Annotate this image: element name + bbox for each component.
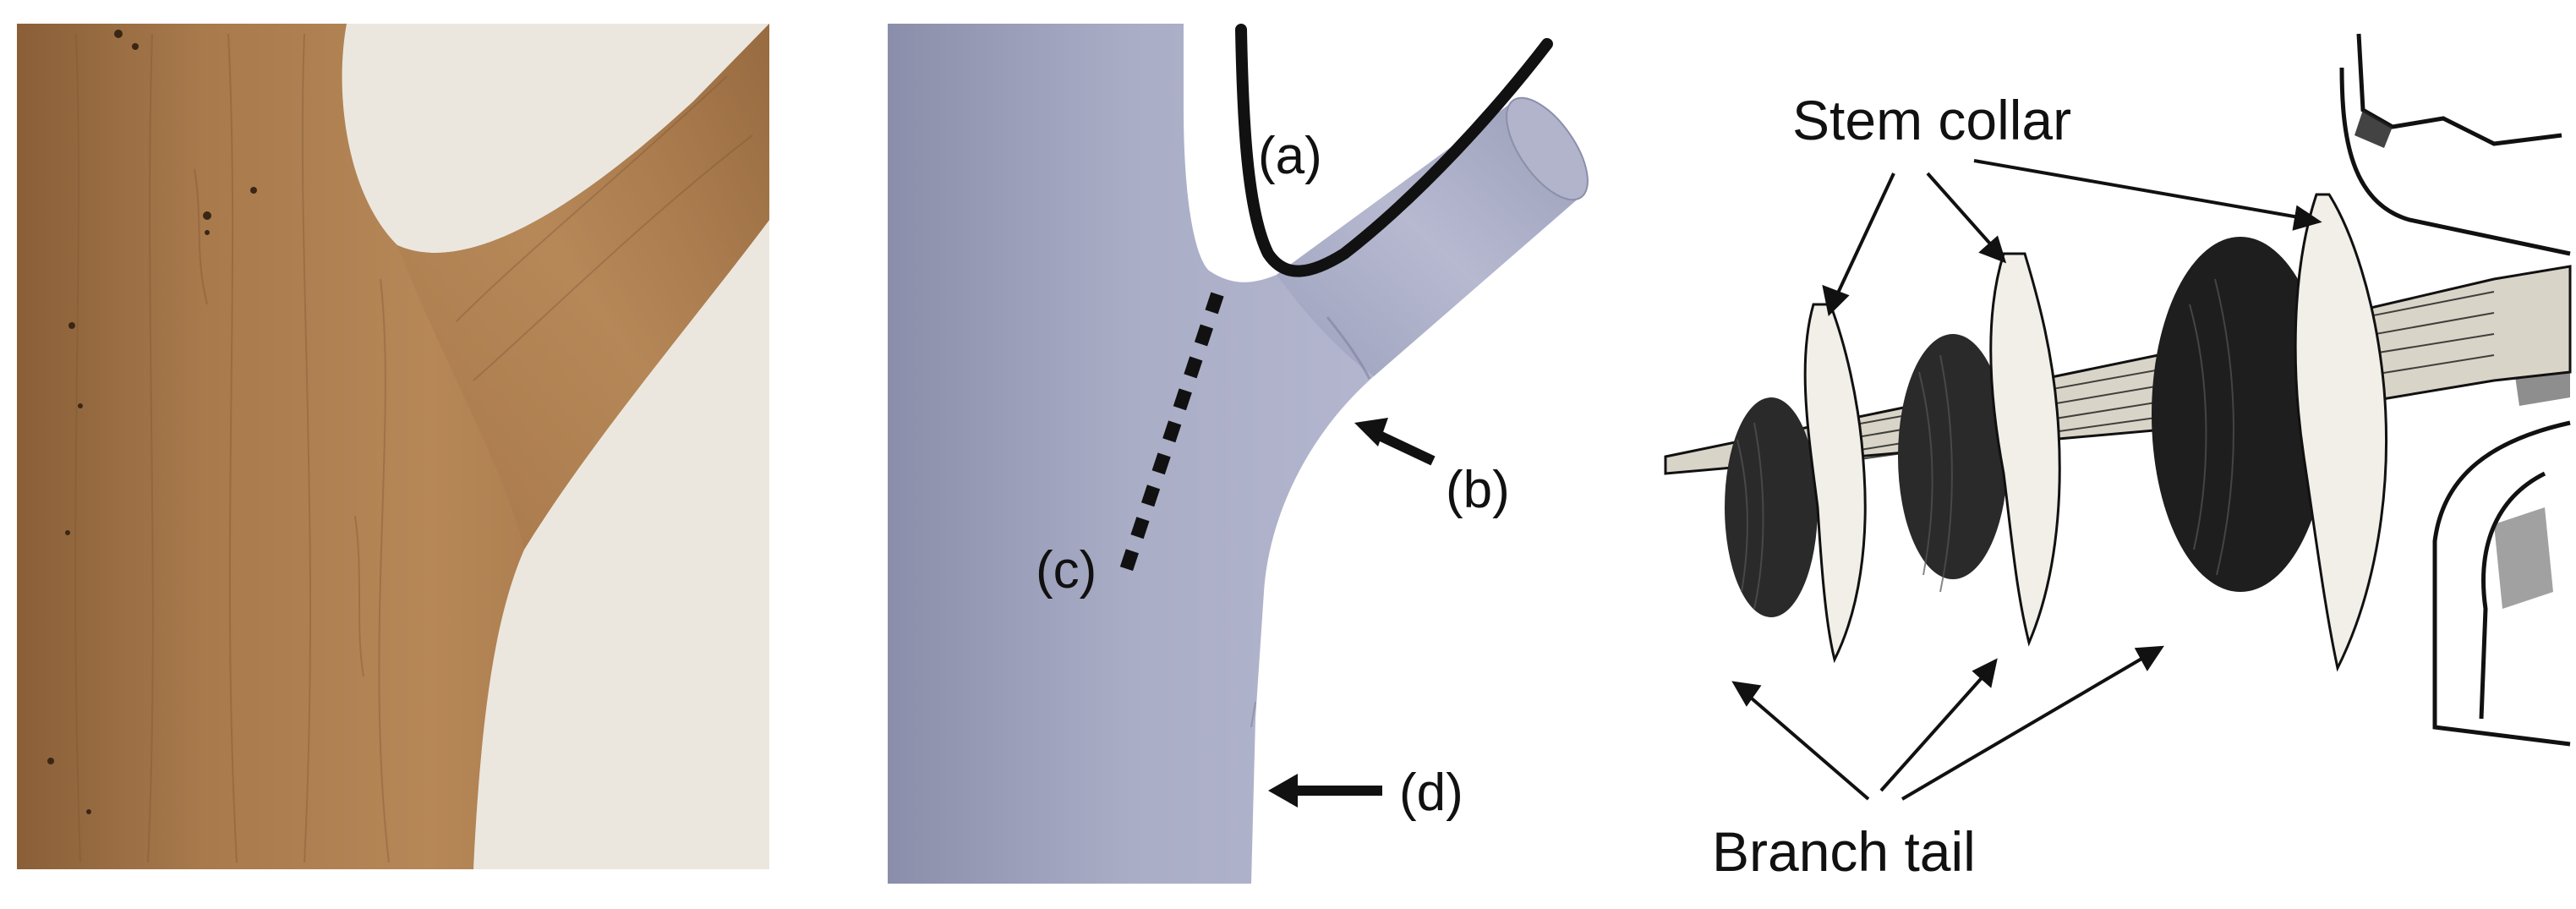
label-branch-tail: Branch tail	[1712, 820, 1976, 883]
branch-end-cap	[1506, 96, 1589, 201]
wood-holes	[47, 30, 257, 814]
label-c: (c)	[1036, 541, 1097, 600]
branch-junction-photo	[17, 24, 769, 869]
collar-seam	[1326, 316, 1371, 380]
sketch-panel: Stem collar Branch tail	[1649, 0, 2576, 909]
stem-collar-sketch: Stem collar Branch tail	[1664, 33, 2572, 883]
lower-seam	[1250, 701, 1256, 728]
stem-collar-1	[1725, 303, 1867, 664]
stem-collar-2	[1898, 252, 2061, 647]
branch-tail-arrows	[1731, 645, 2164, 801]
dashed-line-c	[1118, 292, 1224, 578]
stem-collar-arrows	[1822, 159, 2322, 317]
crotch-outline-a	[1235, 24, 1553, 277]
label-a: (a)	[1258, 127, 1322, 185]
model-panel: (a) (c) (b) (d)	[871, 0, 1632, 909]
branch-cylinder	[1277, 101, 1581, 376]
junction-model-diagram: (a) (c) (b) (d)	[888, 24, 1589, 884]
stem-collar-3	[2152, 193, 2388, 672]
wood-branch	[397, 24, 769, 550]
label-stem-collar: Stem collar	[1792, 89, 2071, 151]
label-b: (b)	[1446, 461, 1510, 519]
wood-grain	[74, 33, 753, 863]
collar-hatching	[1736, 278, 2234, 610]
photo-panel	[0, 0, 803, 909]
bark-outline	[2339, 33, 2571, 747]
arrow-d	[1268, 774, 1382, 808]
label-d: (d)	[1399, 764, 1463, 822]
arrow-b	[1354, 418, 1436, 466]
